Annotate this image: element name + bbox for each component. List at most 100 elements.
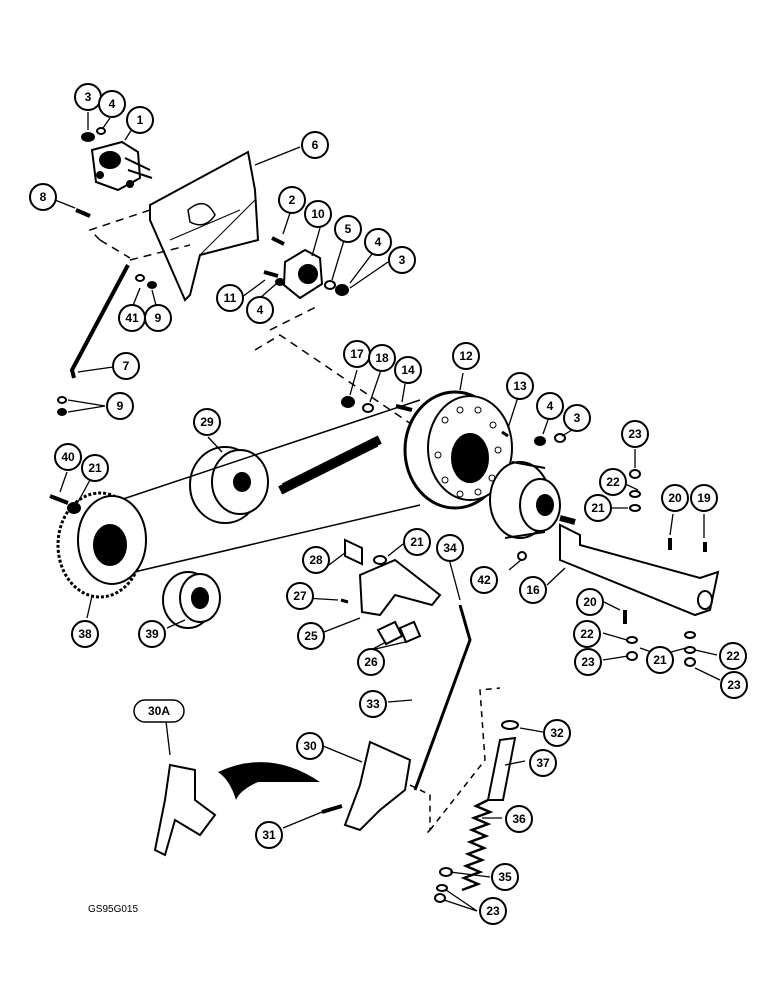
callout-number: 22 <box>606 475 620 489</box>
callout-35: 35 <box>491 863 519 891</box>
callout-bubble <box>29 183 57 211</box>
callout-6: 6 <box>301 131 329 159</box>
callout-21: 21 <box>646 646 674 674</box>
callout-bubble <box>452 342 480 370</box>
callout-number: 27 <box>293 589 307 603</box>
detail-bracket <box>153 763 217 857</box>
callout-bubble <box>543 719 571 747</box>
callout-10: 10 <box>304 200 332 228</box>
callout-number: 23 <box>581 655 595 669</box>
callout-bubble <box>529 749 557 777</box>
callout-4: 4 <box>364 228 392 256</box>
callout-bubble <box>278 186 306 214</box>
callout-number: 4 <box>109 97 116 111</box>
callout-bubble <box>255 821 283 849</box>
callout-4: 4 <box>98 90 126 118</box>
idler-arm <box>358 558 442 617</box>
callout-38: 38 <box>71 620 99 648</box>
callout-number: 16 <box>526 583 540 597</box>
callout-23: 23 <box>479 897 507 925</box>
callout-number: 23 <box>486 904 500 918</box>
callout-21: 21 <box>584 494 612 522</box>
callout-17: 17 <box>343 340 371 368</box>
callout-number: 21 <box>88 461 102 475</box>
callout-bubble <box>216 284 244 312</box>
callout-bubble <box>98 90 126 118</box>
callout-23: 23 <box>574 648 602 676</box>
callout-39: 39 <box>138 620 166 648</box>
callout-bubble <box>106 392 134 420</box>
callout-number: 21 <box>591 501 605 515</box>
callout-number: 3 <box>85 90 92 104</box>
callout-bubble <box>479 897 507 925</box>
callout-number: 22 <box>580 627 594 641</box>
callout-1: 1 <box>126 106 154 134</box>
callout-25: 25 <box>297 622 325 650</box>
callout-bubble <box>394 356 422 384</box>
callout-bubble <box>720 671 748 699</box>
callout-32: 32 <box>543 719 571 747</box>
callout-22: 22 <box>573 620 601 648</box>
callout-number: 35 <box>498 870 512 884</box>
callout-31: 31 <box>255 821 283 849</box>
callout-bubble <box>297 622 325 650</box>
callout-bubble <box>661 484 689 512</box>
callout-bubble <box>286 582 314 610</box>
callout-bubble <box>563 404 591 432</box>
callout-bubble <box>112 352 140 380</box>
callout-23: 23 <box>720 671 748 699</box>
callout-number: 8 <box>40 190 47 204</box>
callout-number: 34 <box>443 541 457 555</box>
callout-bubble <box>491 863 519 891</box>
callout-bubble <box>368 344 396 372</box>
bolt-part <box>75 208 91 218</box>
callout-number: 2 <box>289 193 296 207</box>
callout-number: 12 <box>459 349 473 363</box>
callout-bubble <box>334 215 362 243</box>
callout-28: 28 <box>302 546 330 574</box>
idler-pulley <box>189 446 269 524</box>
callout-number: 6 <box>312 138 319 152</box>
parts-artwork <box>49 127 720 903</box>
callout-bubble <box>519 576 547 604</box>
callout-bubble <box>506 372 534 400</box>
callout-bubble <box>576 588 604 616</box>
callout-number: 37 <box>536 756 550 770</box>
callout-number: 7 <box>123 359 130 373</box>
callout-13: 13 <box>506 372 534 400</box>
callout-40: 40 <box>54 443 82 471</box>
callout-3: 3 <box>563 404 591 432</box>
callout-2: 2 <box>278 186 306 214</box>
callout-11: 11 <box>216 284 244 312</box>
callout-number: 4 <box>547 399 554 413</box>
callout-30: 30 <box>296 732 324 760</box>
callout-bubble <box>302 546 330 574</box>
callout-9: 9 <box>106 392 134 420</box>
callout-26: 26 <box>357 648 385 676</box>
callout-number: 30 <box>303 739 317 753</box>
support-bracket <box>559 523 720 617</box>
callout-bubble <box>719 642 747 670</box>
callout-number: 4 <box>257 303 264 317</box>
callout-number: 20 <box>668 491 682 505</box>
leader-lines <box>54 112 721 912</box>
callout-18: 18 <box>368 344 396 372</box>
callout-bubble <box>599 468 627 496</box>
callout-19: 19 <box>690 484 718 512</box>
callout-number: 21 <box>410 535 424 549</box>
callout-number: 40 <box>61 450 75 464</box>
detail-tag-label: 30A <box>148 704 170 718</box>
mounting-plate <box>149 150 260 302</box>
callout-42: 42 <box>470 566 498 594</box>
callout-bubble <box>359 690 387 718</box>
callout-number: 31 <box>262 828 276 842</box>
linkage-rod <box>413 604 472 791</box>
callout-bubble <box>193 408 221 436</box>
callout-bubble <box>138 620 166 648</box>
lever-part <box>343 740 412 832</box>
callout-number: 41 <box>125 311 139 325</box>
callout-number: 36 <box>512 812 526 826</box>
callout-bubble <box>71 620 99 648</box>
callout-number: 23 <box>628 427 642 441</box>
